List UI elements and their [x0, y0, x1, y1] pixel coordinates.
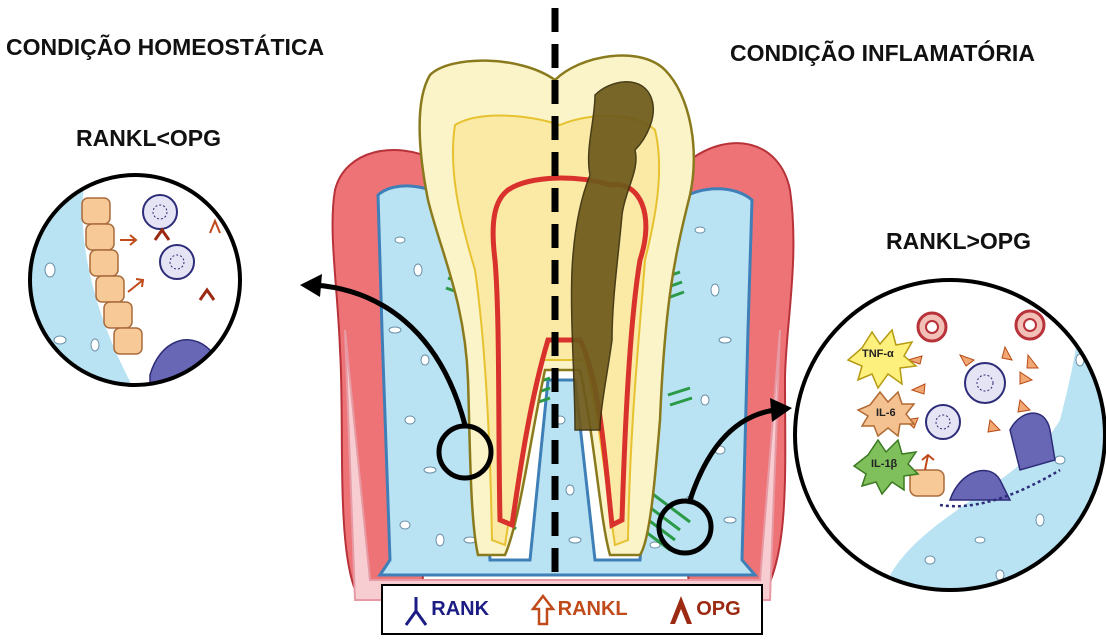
rankl-ligand-icon: [530, 593, 556, 627]
zoom-circle-inflammatory: [795, 280, 1106, 600]
legend-label-rank: RANK: [431, 598, 489, 621]
arrowhead-icon: [300, 274, 322, 297]
legend-item-rank: RANK: [403, 593, 489, 627]
legend-item-rankl: RANKL: [530, 593, 628, 627]
cytokine-il6: IL-6: [876, 407, 896, 419]
tooth-cross-section: [333, 56, 794, 600]
pre-osteoclast: [143, 195, 177, 229]
legend-label-opg: OPG: [696, 598, 740, 621]
legend-label-rankl: RANKL: [558, 598, 628, 621]
rank-receptor-icon: [403, 593, 429, 627]
zoom-circle-homeostatic: [20, 172, 240, 400]
opg-decoy-icon: [668, 593, 694, 627]
cytokine-tnf-alpha: TNF-α: [862, 348, 894, 360]
cytokine-il1b: IL-1β: [871, 458, 897, 470]
legend-item-opg: OPG: [668, 593, 740, 627]
pre-osteoclast: [160, 245, 194, 279]
legend-box: RANK RANKL OPG: [381, 584, 763, 635]
